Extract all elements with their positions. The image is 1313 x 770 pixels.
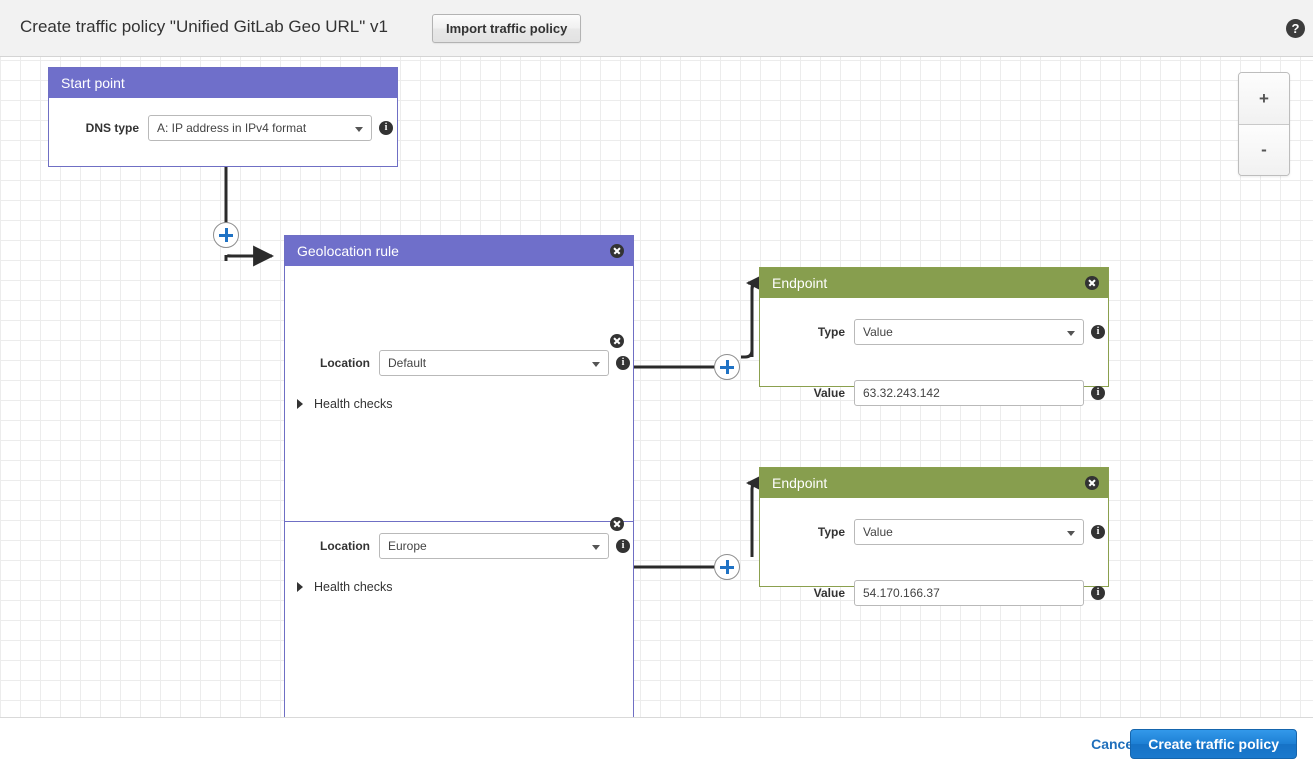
health-checks-label: Health checks [314,580,393,594]
endpoint-type-value: Value [863,525,893,539]
add-node-button[interactable] [714,554,740,580]
cancel-button[interactable]: Cancel [1091,736,1137,752]
help-icon[interactable]: ? [1286,19,1305,38]
close-icon[interactable] [1085,276,1099,290]
geolocation-rule-node[interactable]: Geolocation rule Location Default i Heal… [284,235,634,717]
endpoint-value-info-icon[interactable]: i [1091,386,1105,400]
page-title: Create traffic policy "Unified GitLab Ge… [20,17,388,36]
close-icon[interactable] [610,244,624,258]
bottom-action-bar: Cancel Create traffic policy [0,717,1313,770]
dns-type-info-icon[interactable]: i [379,121,393,135]
endpoint-type-label: Type [817,325,845,339]
endpoint-value-input[interactable]: 63.32.243.142 [854,380,1084,406]
location-row: Location Europe i [285,533,633,559]
chevron-down-icon [1067,331,1075,336]
geolocation-rule-header: Geolocation rule [285,236,633,266]
endpoint-type-row: Type Value i [760,319,1108,345]
endpoint-value-label: Value [813,586,845,600]
geo-location-section: Location Default i Health checks [285,266,633,491]
endpoint-value-row: Value 54.170.166.37 i [760,580,1108,606]
endpoint-type-info-icon[interactable]: i [1091,325,1105,339]
add-node-button[interactable] [714,354,740,380]
endpoint-header: Endpoint [760,268,1108,298]
location-label: Location [320,356,370,370]
top-bar: Create traffic policy "Unified GitLab Ge… [0,0,1313,57]
remove-geo-location-icon[interactable] [610,334,624,348]
endpoint-type-row: Type Value i [760,519,1108,545]
close-icon[interactable] [1085,476,1099,490]
endpoint-value-input[interactable]: 54.170.166.37 [854,580,1084,606]
endpoint-node[interactable]: Endpoint Type Value i Value 63.32.243.14… [759,267,1109,406]
endpoint-value-text: 54.170.166.37 [863,586,940,600]
chevron-right-icon [297,399,303,409]
add-node-button[interactable] [213,222,239,248]
location-label: Location [320,539,370,553]
chevron-down-icon [1067,531,1075,536]
endpoint-value-label: Value [813,386,845,400]
zoom-out-button[interactable]: - [1239,124,1289,175]
endpoint-value-row: Value 63.32.243.142 i [760,380,1108,406]
location-value: Europe [388,539,427,553]
endpoint-type-info-icon[interactable]: i [1091,525,1105,539]
endpoint-title: Endpoint [772,475,828,491]
zoom-in-button[interactable]: + [1239,73,1289,124]
endpoint-header: Endpoint [760,468,1108,498]
dns-type-row: DNS type A: IP address in IPv4 format i [49,115,397,141]
import-traffic-policy-button[interactable]: Import traffic policy [432,14,582,43]
endpoint-title: Endpoint [772,275,828,291]
geo-section-divider [285,521,633,522]
chevron-down-icon [592,362,600,367]
create-traffic-policy-button[interactable]: Create traffic policy [1130,729,1297,759]
start-point-node[interactable]: Start point DNS type A: IP address in IP… [48,67,398,167]
policy-canvas[interactable]: + - Start point DNS type A: IP address i… [0,57,1313,717]
start-point-title: Start point [61,75,125,91]
endpoint-type-select[interactable]: Value [854,319,1084,345]
zoom-controls[interactable]: + - [1238,72,1290,176]
endpoint-node[interactable]: Endpoint Type Value i Value 54.170.166.3… [759,467,1109,606]
health-checks-toggle[interactable]: Health checks [297,580,393,594]
endpoint-type-label: Type [817,525,845,539]
dns-type-label: DNS type [85,121,139,135]
chevron-down-icon [592,545,600,550]
dns-type-select[interactable]: A: IP address in IPv4 format [148,115,372,141]
start-point-header: Start point [49,68,397,98]
location-info-icon[interactable]: i [616,356,630,370]
chevron-right-icon [297,582,303,592]
endpoint-value-info-icon[interactable]: i [1091,586,1105,600]
location-value: Default [388,356,427,370]
endpoint-value-text: 63.32.243.142 [863,386,940,400]
location-row: Location Default i [285,350,633,376]
remove-geo-location-icon[interactable] [610,517,624,531]
location-select[interactable]: Default [379,350,609,376]
dns-type-value: A: IP address in IPv4 format [157,121,307,135]
geolocation-rule-title: Geolocation rule [297,243,399,259]
health-checks-label: Health checks [314,397,393,411]
endpoint-type-value: Value [863,325,893,339]
chevron-down-icon [355,127,363,132]
location-info-icon[interactable]: i [616,539,630,553]
geo-location-section: Location Europe i Health checks [285,517,633,717]
endpoint-type-select[interactable]: Value [854,519,1084,545]
location-select[interactable]: Europe [379,533,609,559]
health-checks-toggle[interactable]: Health checks [297,397,393,411]
